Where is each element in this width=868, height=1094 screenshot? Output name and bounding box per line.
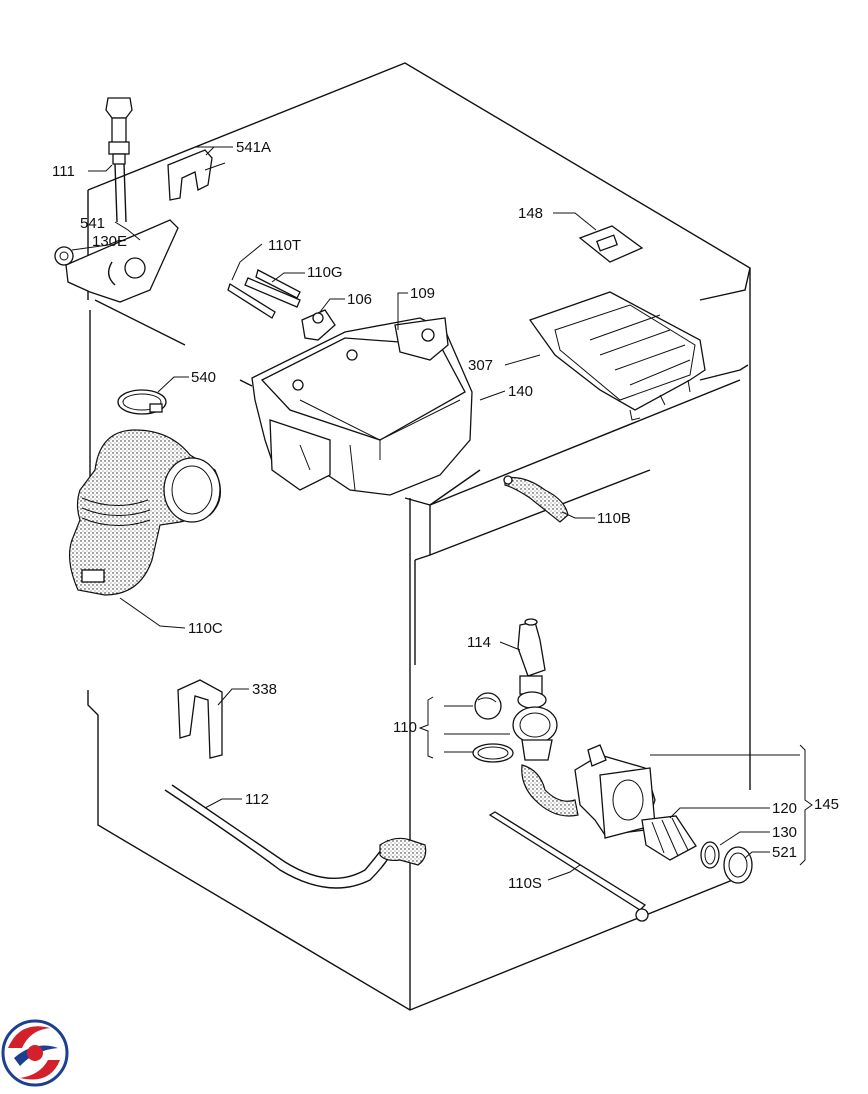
callout-110g: 110G	[307, 264, 343, 281]
hose-clamp-ring-part	[117, 389, 167, 415]
callout-110s: 110S	[508, 875, 542, 892]
clamp-part	[301, 309, 336, 341]
brand-logo	[1, 1019, 69, 1087]
callout-130: 130	[772, 824, 797, 841]
callout-145: 145	[814, 796, 839, 813]
callout-521: 521	[772, 844, 797, 861]
callout-130e: 130E	[92, 233, 127, 250]
callout-109: 109	[410, 285, 435, 302]
callout-110c: 110C	[188, 620, 223, 637]
rod-part	[488, 811, 649, 922]
callout-106: 106	[347, 291, 372, 308]
drain-valve-assembly-part	[472, 618, 579, 817]
hose-holder-part	[177, 679, 223, 759]
callout-120: 120	[772, 800, 797, 817]
callout-541a: 541A	[236, 139, 271, 156]
cover-plate-part	[578, 225, 644, 263]
inlet-hose-part	[105, 97, 133, 223]
callout-labels: 111 541A 541 130E 110T 110G 106 109 148 …	[52, 139, 839, 892]
callout-111: 111	[52, 163, 75, 180]
callout-140: 140	[508, 383, 533, 400]
callout-114: 114	[467, 634, 491, 651]
clip-part	[167, 149, 213, 201]
filter-cap-part	[723, 846, 753, 884]
hose-bracket-part	[54, 219, 179, 303]
drain-hose-part	[164, 784, 427, 889]
detergent-drawer-part	[528, 291, 706, 421]
callout-338: 338	[252, 681, 277, 698]
small-hose-part	[503, 475, 569, 523]
callout-541: 541	[80, 215, 105, 232]
filter-part	[641, 815, 697, 861]
dispenser-housing-part	[251, 317, 473, 496]
cabinet-outline	[87, 62, 751, 1011]
callout-148: 148	[518, 205, 543, 222]
pins-part	[227, 269, 301, 319]
bellows-hose-part	[68, 429, 221, 596]
callout-110: 110	[393, 719, 417, 736]
callout-307: 307	[468, 357, 493, 374]
seal-ring-part	[700, 841, 720, 869]
callout-112: 112	[245, 791, 269, 808]
pump-housing-part	[574, 744, 656, 839]
callout-110t: 110T	[268, 237, 301, 254]
leader-lines	[71, 146, 813, 881]
callout-540: 540	[191, 369, 216, 386]
callout-110b: 110B	[597, 510, 631, 527]
